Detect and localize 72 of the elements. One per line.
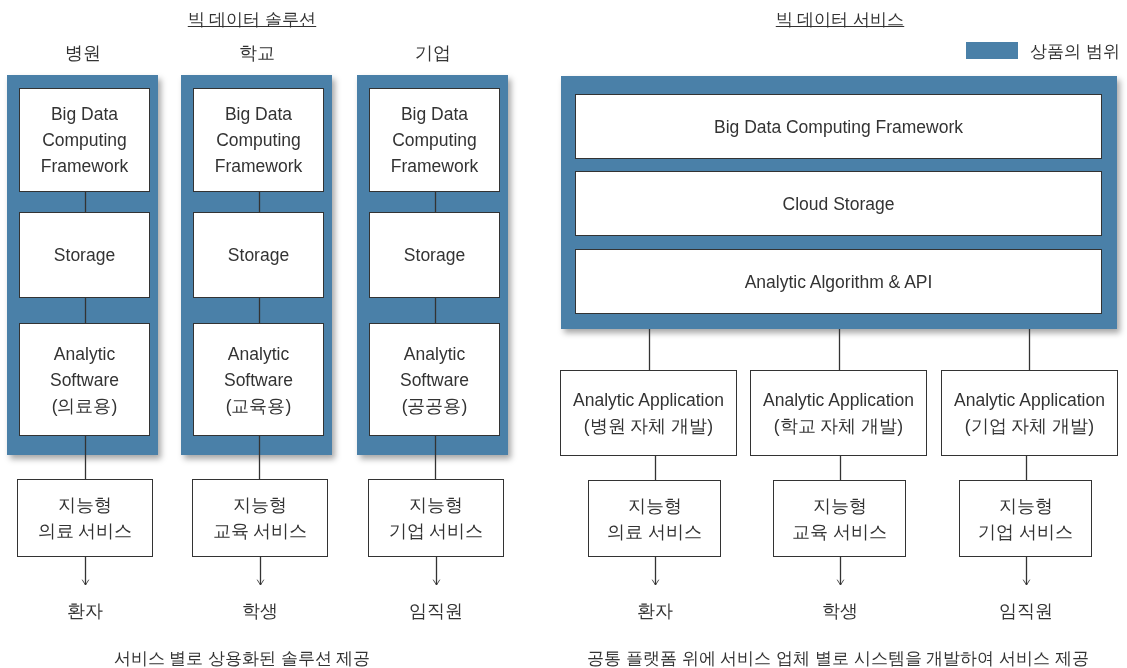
caption: 공통 플랫폼 위에 서비스 업체 별로 시스템을 개발하여 서비스 제공	[587, 648, 1089, 668]
connector-line	[434, 435, 437, 480]
box-label: Analytic Application (학교 자체 개발)	[762, 389, 915, 438]
audience-label: 환자	[17, 585, 153, 625]
box-label: 지능형 교육 서비스	[211, 494, 309, 543]
layer-box	[369, 212, 500, 298]
connector-line	[258, 191, 261, 213]
legend-label: 상품의 범위	[1030, 41, 1120, 63]
layer-box	[773, 480, 906, 557]
connector-line	[84, 297, 87, 324]
box-label: Big Data Computing Framework	[39, 103, 130, 178]
audience-label: 임직원	[368, 585, 504, 625]
column-heading: 기업	[413, 42, 452, 65]
layer-box	[19, 323, 150, 436]
box-label: 지능형 의료 서비스	[36, 494, 134, 543]
layer-box	[575, 249, 1102, 314]
box-label: 지능형 교육 서비스	[791, 494, 888, 544]
section-heading: 빅 데이터 솔루션	[187, 9, 317, 31]
audience-label: 학생	[773, 585, 906, 625]
column-heading: 병원	[63, 42, 102, 65]
column-heading: 학교	[237, 42, 276, 65]
layer-box	[193, 323, 324, 436]
layer-box	[588, 480, 721, 557]
layer-box	[941, 370, 1118, 456]
connector-line	[839, 455, 842, 481]
box-label: Big Data Computing Framework	[389, 103, 480, 178]
layer-box	[369, 323, 500, 436]
box-label: 지능형 의료 서비스	[606, 494, 703, 544]
connector-line	[84, 191, 87, 213]
layer-box	[17, 479, 153, 557]
connector-line	[648, 328, 651, 371]
layer-box	[959, 480, 1092, 557]
layer-box	[368, 479, 504, 557]
product-scope-panel	[561, 76, 1117, 329]
box-label: Storage	[402, 244, 467, 267]
layer-box	[193, 212, 324, 298]
layer-box	[19, 212, 150, 298]
caption: 서비스 별로 상용화된 솔루션 제공	[113, 648, 371, 668]
section-heading: 빅 데이터 서비스	[775, 9, 905, 31]
audience-label: 학생	[192, 585, 328, 625]
box-label: Analytic Software (교육용)	[222, 342, 295, 418]
layer-box	[192, 479, 328, 557]
connector-line	[838, 328, 841, 371]
connector-line	[654, 455, 657, 481]
layer-box	[369, 88, 500, 192]
box-label: Analytic Software (의료용)	[48, 342, 121, 418]
layer-box	[575, 171, 1102, 236]
box-label: Big Data Computing Framework	[213, 103, 304, 178]
box-label: Big Data Computing Framework	[713, 115, 964, 139]
box-label: Analytic Application (기업 자체 개발)	[953, 389, 1106, 438]
box-label: Storage	[226, 244, 291, 267]
layer-box	[750, 370, 927, 456]
box-label: Analytic Algorithm & API	[743, 270, 934, 294]
layer-box	[193, 88, 324, 192]
box-label: 지능형 기업 서비스	[977, 494, 1074, 544]
box-label: Storage	[52, 244, 117, 267]
connector-line	[434, 297, 437, 324]
connector-line	[1028, 328, 1031, 371]
layer-box	[575, 94, 1102, 159]
box-label: Cloud Storage	[781, 192, 896, 216]
box-label: Analytic Application (병원 자체 개발)	[572, 389, 725, 438]
connector-line	[258, 297, 261, 324]
connector-line	[434, 191, 437, 213]
layer-box	[19, 88, 150, 192]
box-label: 지능형 기업 서비스	[387, 494, 485, 543]
connector-line	[1025, 455, 1028, 481]
box-label: Analytic Software (공공용)	[398, 342, 471, 418]
layer-box	[560, 370, 737, 456]
connector-line	[84, 435, 87, 480]
audience-label: 임직원	[959, 585, 1092, 625]
audience-label: 환자	[588, 585, 721, 625]
connector-line	[258, 435, 261, 480]
